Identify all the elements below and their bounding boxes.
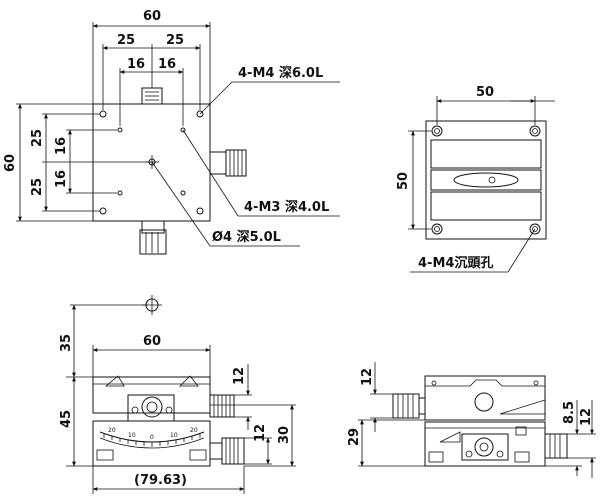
dim-top-half-right: 25: [166, 33, 184, 48]
dim-top-inner-lower: 16: [54, 170, 69, 188]
dim-side-knob: 12: [360, 368, 375, 386]
dim-top-inner-upper: 16: [54, 137, 69, 155]
corner-hole: [196, 110, 204, 118]
scale-ticks: [103, 434, 201, 447]
dim-top-inner-right: 16: [158, 57, 176, 72]
dim-top-height: 60: [3, 154, 18, 172]
side-lower-knob: [544, 433, 568, 459]
dim-bottom-width: 50: [476, 85, 494, 100]
dim-top-half-left: 25: [117, 33, 135, 48]
dim-front-overall: (79.63): [134, 473, 187, 488]
scale-label: 0: [150, 434, 154, 441]
dim-side-lower-knob: 12: [579, 408, 594, 426]
corner-hole: [99, 110, 107, 118]
note-center-hole: Ø4 深5.0L: [212, 229, 281, 245]
front-upper-knob-center: [141, 396, 163, 418]
scale-label: 10: [128, 432, 136, 439]
scale-label: 10: [170, 432, 178, 439]
dim-front-base: 30: [277, 426, 292, 444]
corner-hole: [99, 207, 107, 215]
dim-side-height: 29: [347, 428, 362, 446]
m3-hole: [180, 127, 186, 133]
scale-label: 20: [108, 427, 116, 434]
scale-label: 20: [190, 427, 198, 434]
front-view: 20 10 0 10 20 35 45 60 12 12 30: [59, 295, 296, 494]
dim-front-width: 60: [143, 334, 161, 349]
front-lower-knob: [221, 437, 245, 465]
bottom-slot: [453, 172, 519, 188]
countersunk-hole: [431, 125, 443, 137]
countersunk-hole: [431, 223, 443, 235]
note-bottom-holes: 4-M4沉頭孔: [418, 255, 493, 271]
dim-top-width: 60: [143, 9, 161, 24]
dim-top-inner-left: 16: [127, 57, 145, 72]
scale-arc: [99, 431, 205, 443]
dim-top-lower: 25: [30, 178, 45, 196]
dim-front-offset: 35: [59, 334, 74, 352]
top-view-body: [92, 103, 211, 222]
dim-top-upper: 25: [30, 129, 45, 147]
m3-hole: [180, 190, 186, 196]
dim-side-lower-offset: 8.5: [562, 401, 577, 424]
side-upper-knob-center: [474, 392, 494, 412]
bottom-view-body: [425, 120, 547, 240]
bottom-view: 50 50 4-M4沉頭孔: [396, 85, 555, 273]
right-knob: [209, 151, 227, 175]
side-lower-knob-center: [474, 437, 494, 457]
side-upper-knob: [392, 393, 420, 419]
side-view: 12 29 8.5 12: [347, 362, 596, 478]
bottom-knob: [141, 220, 165, 234]
m3-hole: [117, 127, 123, 133]
note-mid-holes: 4-M3 深4.0L: [244, 199, 329, 215]
corner-hole: [196, 207, 204, 215]
dim-front-height: 45: [59, 410, 74, 428]
m3-hole: [117, 190, 123, 196]
top-view: 60 25 25 16 16 60 25 25 16 16 4-M4 深6.0L…: [3, 9, 340, 255]
side-upper-stage: [424, 375, 546, 421]
dim-front-knob: 12: [232, 367, 247, 385]
countersunk-hole: [529, 125, 541, 137]
note-corner-holes: 4-M4 深6.0L: [238, 65, 323, 81]
countersunk-hole: [529, 223, 541, 235]
dim-bottom-height: 50: [396, 172, 411, 190]
dim-front-lower-knob: 12: [253, 424, 268, 442]
